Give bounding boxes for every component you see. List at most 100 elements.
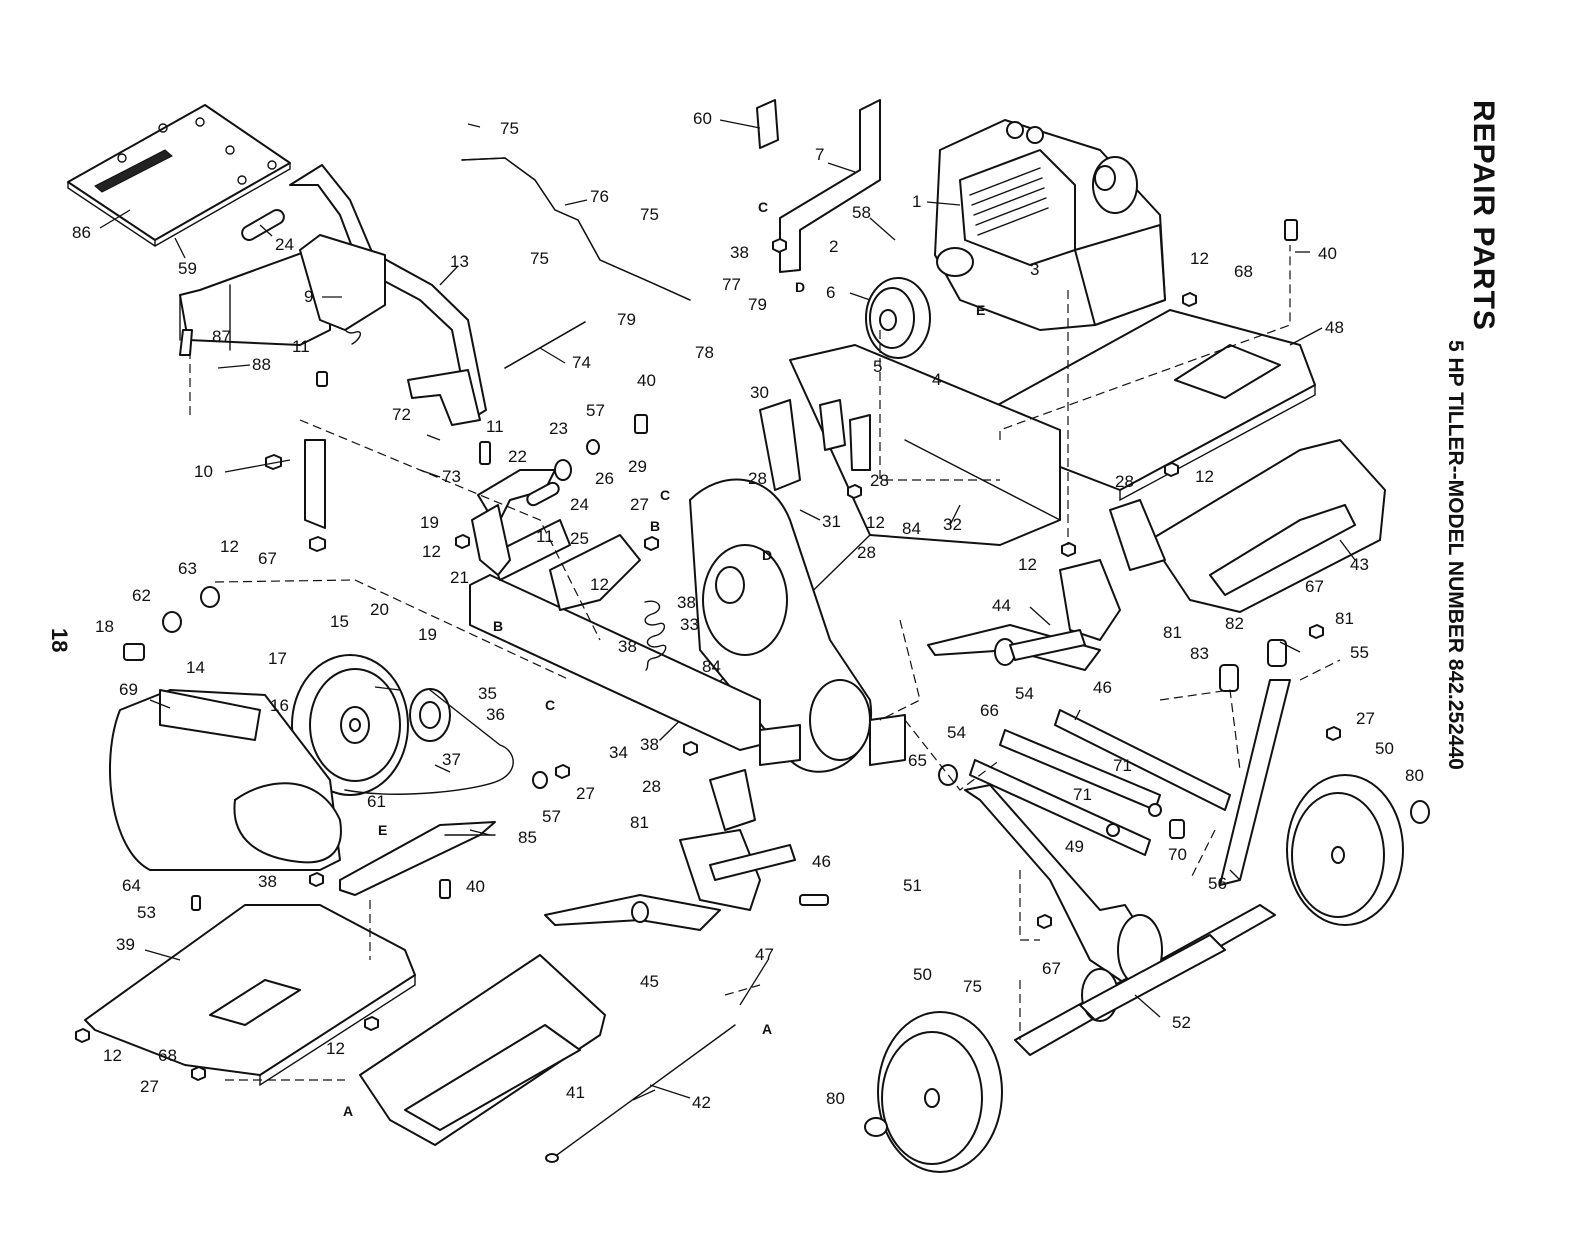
callout-53: 53 — [137, 903, 156, 922]
callout-65: 65 — [908, 751, 927, 770]
callout-37: 37 — [442, 750, 461, 769]
callout-21: 21 — [450, 568, 469, 587]
belt-shape — [344, 689, 514, 795]
callout-69: 69 — [119, 680, 138, 699]
callout-10: 10 — [194, 462, 213, 481]
chassis-34-shape — [469, 519, 761, 751]
part-shapes — [67, 99, 1430, 1173]
page-title: REPAIR PARTS — [1467, 100, 1500, 331]
callout-88: 88 — [252, 355, 271, 374]
callout-52: 52 — [1172, 1013, 1191, 1032]
callout-33: 33 — [680, 615, 699, 634]
leader-lines — [99, 119, 1356, 1101]
callout-24: 24 — [275, 235, 294, 254]
tine-45-shape — [544, 769, 796, 931]
callout-50: 50 — [1375, 739, 1394, 758]
callout-26: 26 — [595, 469, 614, 488]
callout-28: 28 — [1115, 472, 1134, 491]
axle-52-shape — [964, 784, 1276, 1056]
callout-28: 28 — [748, 469, 767, 488]
callout-86: 86 — [72, 223, 91, 242]
connector-e: E — [976, 302, 985, 318]
callout-12: 12 — [103, 1046, 122, 1065]
callout-42: 42 — [692, 1093, 711, 1112]
callout-47: 47 — [755, 945, 774, 964]
callout-75: 75 — [500, 119, 519, 138]
bracket-7-shape — [756, 99, 881, 273]
connector-c: C — [660, 487, 670, 503]
callout-84: 84 — [902, 519, 921, 538]
callout-72: 72 — [392, 405, 411, 424]
engine-shape — [934, 119, 1166, 331]
shield-43-shape — [1149, 439, 1386, 613]
callout-80: 80 — [1405, 766, 1424, 785]
callout-15: 15 — [330, 612, 349, 631]
callout-67: 67 — [258, 549, 277, 568]
callout-81: 81 — [1163, 623, 1182, 642]
belt-cover-shape — [109, 689, 342, 871]
callout-5: 5 — [873, 357, 882, 376]
callout-79: 79 — [617, 310, 636, 329]
callout-54: 54 — [947, 723, 966, 742]
callout-46: 46 — [812, 852, 831, 871]
callout-43: 43 — [1350, 555, 1369, 574]
hardware-shapes — [75, 219, 1341, 1081]
callout-27: 27 — [576, 784, 595, 803]
callout-16: 16 — [270, 696, 289, 715]
callout-81: 81 — [630, 813, 649, 832]
callout-61: 61 — [367, 792, 386, 811]
callout-11: 11 — [486, 417, 504, 436]
deflector-41-shape — [359, 954, 606, 1146]
callout-12: 12 — [1195, 467, 1214, 486]
callout-30: 30 — [750, 383, 769, 402]
callout-34: 34 — [609, 743, 628, 762]
callout-28: 28 — [870, 471, 889, 490]
callout-40: 40 — [1318, 244, 1337, 263]
callout-38: 38 — [677, 593, 696, 612]
callout-40: 40 — [466, 877, 485, 896]
connector-e: E — [378, 822, 387, 838]
callout-82: 82 — [1225, 614, 1244, 633]
connector-c: C — [545, 697, 555, 713]
callout-27: 27 — [1356, 709, 1375, 728]
wheel-50-left-shape — [864, 1011, 1003, 1173]
callout-12: 12 — [1018, 555, 1037, 574]
connector-c: C — [758, 199, 768, 215]
control-rod-shape — [461, 157, 691, 369]
wheel-bracket-56-shape — [1219, 679, 1291, 886]
connector-a: A — [762, 1021, 772, 1037]
callout-12: 12 — [590, 575, 609, 594]
callout-58: 58 — [852, 203, 871, 222]
callout-38: 38 — [730, 243, 749, 262]
callout-6: 6 — [826, 283, 835, 302]
connector-d: D — [795, 279, 805, 295]
handle-bar-shape — [241, 164, 487, 426]
callouts: 86 59 24 13 9 87 88 11 72 73 10 12 67 75… — [72, 109, 1424, 1112]
callout-1: 1 — [912, 192, 921, 211]
callout-83: 83 — [1190, 644, 1209, 663]
callout-54: 54 — [1015, 684, 1034, 703]
callout-19: 19 — [418, 625, 437, 644]
bracket-22-shape — [471, 469, 556, 576]
callout-11: 11 — [292, 337, 310, 356]
belt-guard-85-shape — [339, 821, 496, 896]
callout-23: 23 — [549, 419, 568, 438]
connector-a: A — [343, 1103, 353, 1119]
callout-2: 2 — [829, 237, 838, 256]
callout-20: 20 — [370, 600, 389, 619]
callout-4: 4 — [932, 370, 941, 389]
callout-36: 36 — [486, 705, 505, 724]
callout-27: 27 — [630, 495, 649, 514]
tine-44-shape — [927, 499, 1166, 671]
callout-28: 28 — [857, 543, 876, 562]
engine-pulley-shape — [865, 277, 931, 359]
callout-50: 50 — [913, 965, 932, 984]
callout-87: 87 — [212, 327, 231, 346]
callout-77: 77 — [722, 275, 741, 294]
callout-40: 40 — [637, 371, 656, 390]
callout-38: 38 — [618, 637, 637, 656]
drag-stake-42-shape — [545, 1024, 736, 1163]
callout-75: 75 — [640, 205, 659, 224]
callout-45: 45 — [640, 972, 659, 991]
